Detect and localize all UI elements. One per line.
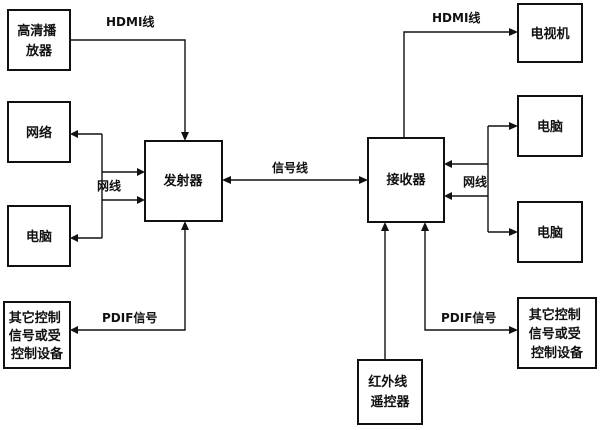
arrowhead (137, 196, 145, 204)
box-hd-player-label: 高清播 放器 (17, 23, 61, 59)
arrowhead (359, 176, 368, 184)
box-ir-remote: 红外线 遥控器 (357, 359, 423, 425)
hdmi-link-right (403, 31, 513, 138)
pdif-link-right (424, 228, 513, 331)
box-pc-left: 电脑 (7, 205, 71, 267)
arrowhead (509, 28, 518, 36)
label-pdif-left: PDIF信号 (102, 310, 157, 325)
box-pc-left-label: 电脑 (26, 229, 52, 245)
box-other-right: 其它控制 信号或受 控制设备 (517, 297, 597, 369)
box-hd-player: 高清播 放器 (7, 9, 71, 71)
box-transmitter: 发射器 (144, 140, 223, 222)
box-pc-right-top-label: 电脑 (537, 119, 563, 135)
label-hdmi-left: HDMI线 (106, 14, 154, 29)
pdif-link-left (73, 226, 186, 331)
label-hdmi-right: HDMI线 (432, 10, 480, 25)
box-other-right-label: 其它控制 信号或受 控制设备 (529, 307, 586, 361)
arrowhead (509, 122, 518, 130)
arrowhead (444, 192, 452, 200)
box-tv-label: 电视机 (530, 26, 569, 42)
box-network-label: 网络 (26, 125, 52, 141)
arrowhead (70, 234, 78, 242)
connector-layer (70, 28, 518, 360)
hdmi-link-left (70, 39, 186, 138)
box-receiver: 接收器 (367, 137, 445, 223)
label-pdif-right: PDIF信号 (441, 310, 496, 325)
box-pc-right-bottom: 电脑 (517, 201, 583, 263)
box-receiver-label: 接收器 (386, 172, 426, 188)
arrowhead (70, 130, 78, 138)
arrowhead (137, 168, 145, 176)
label-signal-line: 信号线 (272, 160, 308, 175)
arrowhead (222, 176, 231, 184)
box-other-left-label: 其它控制 信号或受 控制设备 (9, 310, 66, 362)
box-tv: 电视机 (517, 3, 583, 63)
arrowhead (421, 222, 429, 231)
box-pc-right-top: 电脑 (517, 95, 583, 157)
arrowhead (381, 222, 389, 231)
box-transmitter-label: 发射器 (162, 173, 203, 189)
label-net-left: 网线 (97, 178, 121, 193)
arrowhead (181, 132, 189, 141)
box-network: 网络 (7, 101, 71, 163)
arrowhead (509, 228, 518, 236)
arrowhead (181, 221, 189, 230)
arrowhead (509, 326, 518, 334)
box-other-left: 其它控制 信号或受 控制设备 (3, 301, 71, 369)
box-ir-remote-label: 红外线 遥控器 (368, 374, 412, 410)
arrowhead (70, 326, 78, 334)
arrowhead (444, 160, 452, 168)
label-net-right: 网线 (463, 174, 487, 189)
box-pc-right-bottom-label: 电脑 (537, 225, 563, 241)
